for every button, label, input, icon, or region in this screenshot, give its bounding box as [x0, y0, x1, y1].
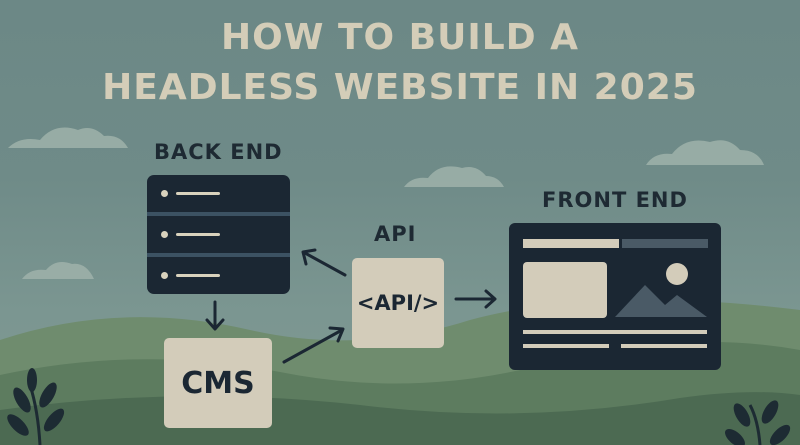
cloud-icon — [22, 262, 94, 279]
content-block — [523, 262, 607, 318]
text-line — [621, 344, 707, 348]
leaf-plant-icon — [7, 368, 65, 445]
front-end-label: FRONT END — [542, 188, 688, 212]
server-led-icon — [161, 231, 168, 238]
text-line — [523, 330, 707, 334]
server-row — [147, 175, 290, 212]
cloud-icon — [404, 166, 504, 187]
page-title-line2: HEADLESS WEBSITE IN 2025 — [102, 67, 698, 108]
cms-box: CMS — [164, 338, 272, 428]
server-led-icon — [161, 190, 168, 197]
server-divider — [147, 212, 290, 216]
server-row — [147, 216, 290, 253]
cloud-icon — [646, 140, 764, 165]
cloud-icon — [8, 127, 128, 148]
arrow-down-icon — [205, 300, 225, 331]
server-row — [147, 257, 290, 294]
server-slot-icon — [176, 192, 220, 195]
page-title-line1: HOW TO BUILD A — [221, 17, 579, 58]
server-stack-icon — [147, 175, 290, 294]
browser-tab-bar — [523, 239, 619, 248]
arrow-to-backend-icon — [301, 248, 347, 277]
arrow-to-api-icon — [282, 326, 345, 364]
leaf-plant-icon — [725, 400, 791, 445]
text-line — [523, 344, 609, 348]
arrow-to-frontend-icon — [454, 289, 497, 309]
back-end-label: BACK END — [154, 140, 283, 164]
mountain-image-icon — [615, 263, 707, 317]
api-label: API — [374, 222, 417, 246]
browser-address-bar — [622, 239, 708, 248]
browser-window-icon — [509, 223, 721, 370]
server-slot-icon — [176, 233, 220, 236]
server-slot-icon — [176, 274, 220, 277]
api-box: <API/> — [352, 258, 444, 348]
server-divider — [147, 253, 290, 257]
server-led-icon — [161, 272, 168, 279]
